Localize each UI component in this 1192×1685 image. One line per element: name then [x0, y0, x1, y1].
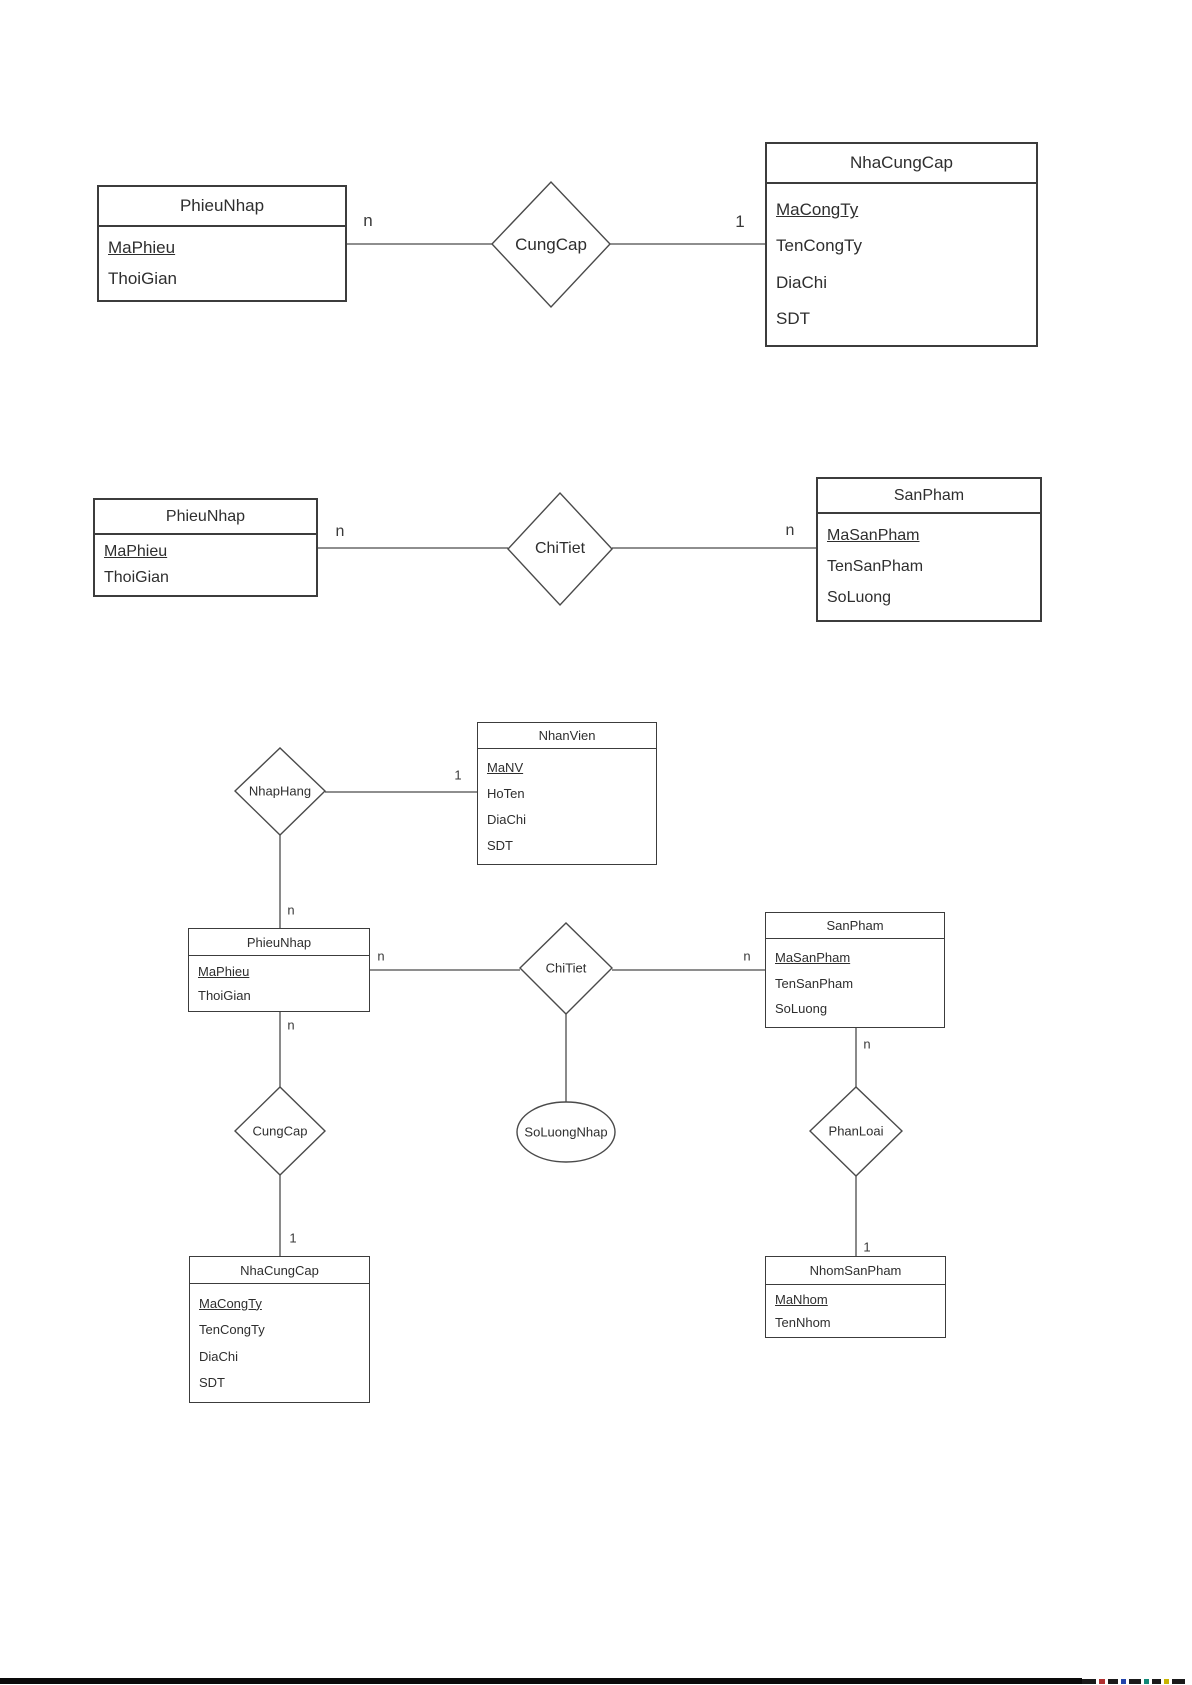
attribute: TenSanPham	[775, 975, 854, 991]
cardinality-label: n	[785, 522, 795, 539]
relationship-label-chitiet-3: ChiTiet	[545, 960, 587, 976]
diamond-phanloai	[808, 1086, 904, 1177]
attribute-primary-key: MaCongTy	[199, 1295, 262, 1311]
entity-title: PhieuNhap	[99, 187, 345, 227]
cardinality-label: n	[363, 211, 373, 230]
entity-attributes: MaCongTy TenCongTy DiaChi SDT	[190, 1284, 369, 1402]
diamond-chitiet-3	[519, 922, 613, 1015]
attribute: DiaChi	[199, 1348, 239, 1364]
entity-attributes: MaNV HoTen DiaChi SDT	[478, 749, 656, 864]
attribute: SDT	[487, 838, 513, 853]
attribute: SoLuong	[827, 589, 892, 606]
entity-attributes: MaPhieu ThoiGian	[95, 535, 316, 595]
entity-nhacungcap-3: NhaCungCap MaCongTy TenCongTy DiaChi SDT	[189, 1256, 370, 1403]
attribute: SDT	[776, 308, 810, 328]
entity-phieunhap-1: PhieuNhap MaPhieu ThoiGian	[97, 185, 347, 302]
attribute: ThoiGian	[104, 569, 169, 586]
attribute-primary-key: MaNhom	[775, 1292, 828, 1308]
entity-nhacungcap-1: NhaCungCap MaCongTy TenCongTy DiaChi SDT	[765, 142, 1038, 347]
page-edge-bar	[0, 1678, 1082, 1684]
cardinality-label: n	[287, 1017, 295, 1033]
entity-attributes: MaSanPham TenSanPham SoLuong	[766, 939, 944, 1027]
relationship-label-cungcap-3: CungCap	[252, 1123, 308, 1139]
cardinality-label: 1	[454, 767, 462, 783]
ellipse-soluongnhap	[516, 1101, 616, 1163]
entity-attributes: MaSanPham TenSanPham SoLuong	[818, 514, 1040, 620]
attribute: DiaChi	[776, 272, 828, 292]
relationship-label-cungcap-1: CungCap	[515, 235, 587, 254]
entity-attributes: MaPhieu ThoiGian	[189, 956, 369, 1011]
cardinality-label: 1	[863, 1239, 871, 1255]
attribute: ThoiGian	[108, 269, 177, 288]
attribute: TenSanPham	[827, 558, 924, 575]
attribute: SoLuong	[775, 1001, 828, 1017]
entity-title: PhieuNhap	[95, 500, 316, 535]
attribute: TenCongTy	[776, 236, 862, 256]
entity-phieunhap-2: PhieuNhap MaPhieu ThoiGian	[93, 498, 318, 597]
entity-attributes: MaPhieu ThoiGian	[99, 227, 345, 300]
attribute-ellipse-label-soluongnhap: SoLuongNhap	[524, 1124, 608, 1140]
attribute: ThoiGian	[198, 987, 251, 1003]
entity-nhanvien-3: NhanVien MaNV HoTen DiaChi SDT	[477, 722, 657, 865]
diamond-chitiet-2	[507, 491, 613, 607]
attribute-primary-key: MaPhieu	[198, 964, 250, 980]
entity-title: NhanVien	[478, 723, 656, 749]
cardinality-label: 1	[289, 1230, 297, 1246]
relationship-label-chitiet-2: ChiTiet	[534, 540, 586, 557]
entity-phieunhap-3: PhieuNhap MaPhieu ThoiGian	[188, 928, 370, 1012]
attribute: SDT	[199, 1375, 225, 1391]
attribute: TenNhom	[775, 1314, 831, 1330]
attribute-primary-key: MaNV	[487, 760, 524, 775]
cardinality-label: n	[287, 902, 295, 918]
entity-attributes: MaNhom TenNhom	[766, 1285, 945, 1337]
entity-title: SanPham	[818, 479, 1040, 514]
cardinality-label: 1	[735, 212, 745, 231]
attribute: DiaChi	[487, 812, 527, 827]
entity-title: NhaCungCap	[767, 144, 1036, 184]
entity-title: NhaCungCap	[190, 1257, 369, 1284]
entity-title: PhieuNhap	[189, 929, 369, 956]
attribute: TenCongTy	[199, 1322, 265, 1338]
entity-title: NhomSanPham	[766, 1257, 945, 1285]
entity-attributes: MaCongTy TenCongTy DiaChi SDT	[767, 184, 1036, 345]
diamond-nhaphang	[233, 747, 327, 836]
diamond-cungcap-1	[491, 180, 611, 309]
cardinality-label: n	[377, 948, 385, 964]
attribute-primary-key: MaPhieu	[108, 238, 176, 257]
attribute-primary-key: MaPhieu	[104, 543, 168, 560]
attribute-primary-key: MaSanPham	[775, 949, 851, 965]
diamond-cungcap-3	[233, 1086, 327, 1176]
entity-title: SanPham	[766, 913, 944, 939]
attribute-primary-key: MaSanPham	[827, 527, 920, 544]
relationship-label-phanloai: PhanLoai	[828, 1123, 884, 1139]
entity-nhomsanpham-3: NhomSanPham MaNhom TenNhom	[765, 1256, 946, 1338]
cardinality-label: n	[743, 948, 751, 964]
attribute: HoTen	[487, 786, 525, 801]
entity-sanpham-2: SanPham MaSanPham TenSanPham SoLuong	[816, 477, 1042, 622]
entity-sanpham-3: SanPham MaSanPham TenSanPham SoLuong	[765, 912, 945, 1028]
relationship-label-nhaphang: NhapHang	[248, 783, 312, 799]
attribute-primary-key: MaCongTy	[776, 200, 859, 220]
cardinality-label: n	[863, 1036, 871, 1052]
cut-off-text-artifact	[1082, 1678, 1192, 1684]
cardinality-label: n	[335, 523, 345, 540]
